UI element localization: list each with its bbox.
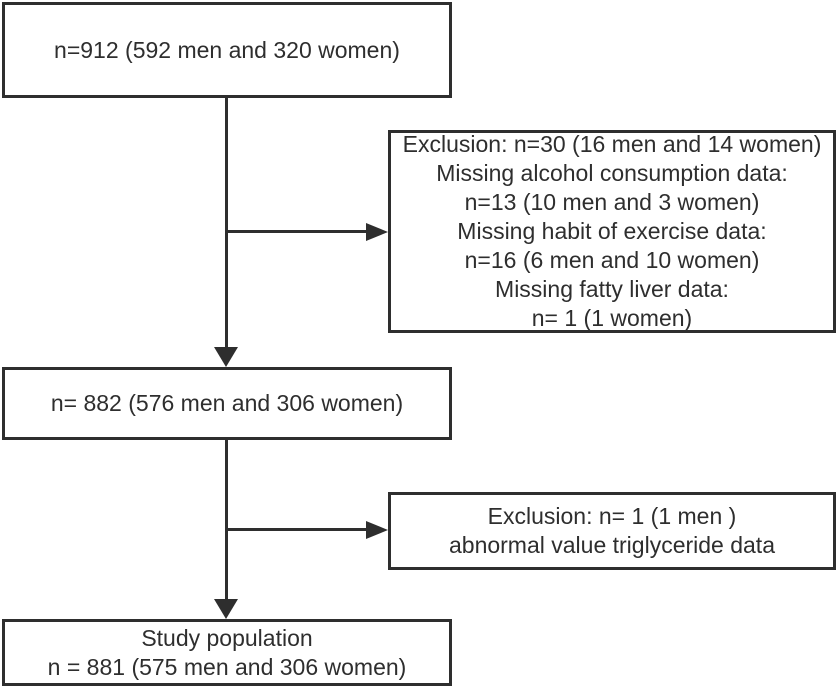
arrowhead-down-icon — [214, 347, 238, 367]
edge-branch-to-exclusion-1 — [226, 230, 366, 233]
node-interim-population-text: n= 882 (576 men and 306 women) — [50, 390, 404, 416]
node-initial-population: n=912 (592 men and 320 women) — [2, 2, 452, 98]
node-initial-population-text: n=912 (592 men and 320 women) — [54, 36, 400, 63]
edge-initial-to-interim — [225, 98, 228, 349]
node-study-population: Study population n = 881 (575 men and 30… — [2, 619, 452, 686]
arrowhead-down-icon — [214, 599, 238, 619]
arrowhead-right-icon — [366, 223, 388, 241]
node-exclusion-1: Exclusion: n=30 (16 men and 14 women) Mi… — [388, 130, 836, 333]
node-study-population-text: Study population n = 881 (575 men and 30… — [47, 624, 407, 680]
arrowhead-right-icon — [366, 521, 388, 539]
node-exclusion-2-text: Exclusion: n= 1 (1 men ) abnormal value … — [448, 503, 775, 558]
edge-branch-to-exclusion-2 — [226, 528, 366, 531]
node-exclusion-1-text: Exclusion: n=30 (16 men and 14 women) Mi… — [402, 131, 822, 331]
edge-interim-to-study — [225, 440, 228, 601]
node-interim-population: n= 882 (576 men and 306 women) — [2, 367, 452, 440]
node-exclusion-2: Exclusion: n= 1 (1 men ) abnormal value … — [388, 492, 836, 570]
